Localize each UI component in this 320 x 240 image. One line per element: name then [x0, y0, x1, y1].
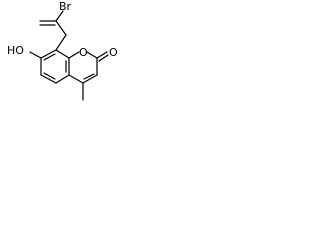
- bond-c7-c8: [40, 49, 57, 59]
- atom-labels: Br HO O O: [7, 0, 118, 59]
- atom-label-carbonyl-oxygen: O: [109, 46, 118, 59]
- bond-o1-c2: [86, 51, 98, 59]
- bond-c-ch2: [55, 20, 67, 36]
- atom-label-hydroxyl: HO: [7, 44, 24, 57]
- bond-c4-c4a: [68, 74, 84, 84]
- atom-label-ring-oxygen: O: [79, 46, 88, 59]
- bond-c-br: [55, 10, 64, 22]
- bond-aromatic-inner-2: [43, 72, 56, 80]
- bond-c3-c4: [82, 74, 98, 84]
- bond-aromatic-inner-1: [43, 53, 56, 61]
- bond-c4a-c5: [55, 74, 70, 84]
- bond-c2-o-carbonyl-b: [98, 54, 109, 62]
- bond-c8a-o1: [68, 51, 80, 59]
- chemical-structure: Br HO O O: [7, 0, 118, 101]
- bond-ch2-ring: [55, 34, 67, 51]
- bond-c7-oh: [29, 51, 42, 59]
- bond-c3-c4-double-inner: [83, 73, 95, 80]
- bond-c2-o-carbonyl-a: [96, 51, 108, 59]
- bond-c5-c6: [40, 74, 57, 84]
- atom-label-br: Br: [59, 0, 72, 13]
- bond-lines: [29, 10, 109, 101]
- bond-c8-c8a: [55, 49, 70, 59]
